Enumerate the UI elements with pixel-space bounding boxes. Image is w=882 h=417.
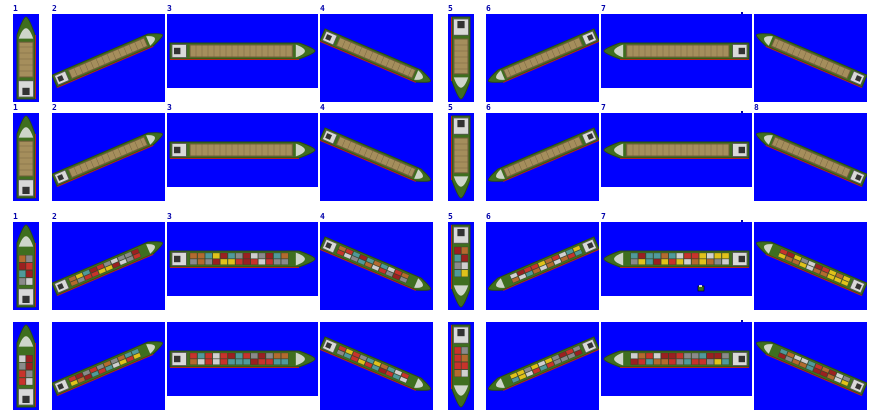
frame-marker [741,111,743,113]
ship-sw [488,28,599,83]
sprite-frame [167,222,318,296]
sprite-frame [601,14,752,88]
ship-w [603,141,750,159]
frame-number: 4 [320,212,325,221]
sprite-frame [754,113,867,201]
ship-s [451,16,471,100]
sprite-frame [754,14,867,102]
ship-ne [52,33,163,89]
sprite-frame [52,222,165,310]
ship-ne [52,132,163,188]
frame-number: 2 [52,212,57,221]
ship-nw [756,33,867,89]
ship-sw [488,336,599,391]
sprite-frame [601,113,752,187]
ship-s [451,324,471,408]
frame-number: 7 [601,4,606,13]
ship-n [16,16,36,100]
frame-number: 5 [448,103,453,112]
frame-number: 2 [52,103,57,112]
frame-number: 4 [320,103,325,112]
frame-number: 3 [167,212,172,221]
sprite-frame [448,322,474,410]
frame-number: 1 [13,103,18,112]
frame-number: 5 [448,212,453,221]
sprite-frame [167,113,318,187]
sprite-frame [13,222,39,310]
sprite-frame [320,14,433,102]
sprite-frame [52,113,165,201]
ship-sw [488,127,599,182]
ship-se [320,127,431,182]
sprite-fragment [697,277,705,296]
sprite-frame [448,113,474,201]
ship-e [169,141,316,159]
sprite-frame [486,322,599,410]
sprite-frame [601,222,752,296]
ship-e [169,42,316,60]
sprite-frame [448,14,474,102]
ship-ne [52,341,163,397]
ship-e [169,250,316,268]
sprite-frame [486,14,599,102]
ship-s [451,224,471,308]
sprite-frame [13,113,39,201]
ship-ne [52,241,163,297]
sprite-frame [52,14,165,102]
sprite-frame [52,322,165,410]
frame-number: 6 [486,103,491,112]
frame-number: 3 [167,103,172,112]
ship-nw [756,341,867,397]
sprite-frame [320,113,433,201]
frame-marker [741,320,743,322]
sprite-frame [601,322,752,396]
ship-n [16,224,36,308]
sprite-frame [167,322,318,396]
ship-nw [756,132,867,188]
frame-number: 6 [486,212,491,221]
frame-marker [741,12,743,14]
sprite-frame [320,222,433,310]
sprite-frame [167,14,318,88]
ship-se [320,28,431,83]
ship-s [451,115,471,199]
ship-e [169,350,316,368]
ship-n [16,115,36,199]
frame-number: 1 [13,4,18,13]
sprite-frame [448,222,474,310]
frame-marker [741,220,743,222]
ship-w [603,42,750,60]
frame-number: 7 [601,103,606,112]
sprite-frame [320,322,433,410]
sprite-frame [13,322,39,410]
frame-number: 5 [448,4,453,13]
frame-number: 1 [13,212,18,221]
ship-n [16,324,36,408]
frame-number: 4 [320,4,325,13]
sprite-frame [486,222,599,310]
frame-number: 8 [754,103,759,112]
sprite-frame [13,14,39,102]
ship-w [603,350,750,368]
ship-sw [488,236,599,291]
ship-w [603,250,750,268]
frame-number: 2 [52,4,57,13]
frame-number: 6 [486,4,491,13]
frame-number: 3 [167,4,172,13]
sprite-frame [754,322,867,410]
frame-number: 7 [601,212,606,221]
ship-nw [756,241,867,297]
sprite-frame [754,222,867,310]
sprite-frame [486,113,599,201]
ship-se [320,236,431,291]
ship-se [320,336,431,391]
